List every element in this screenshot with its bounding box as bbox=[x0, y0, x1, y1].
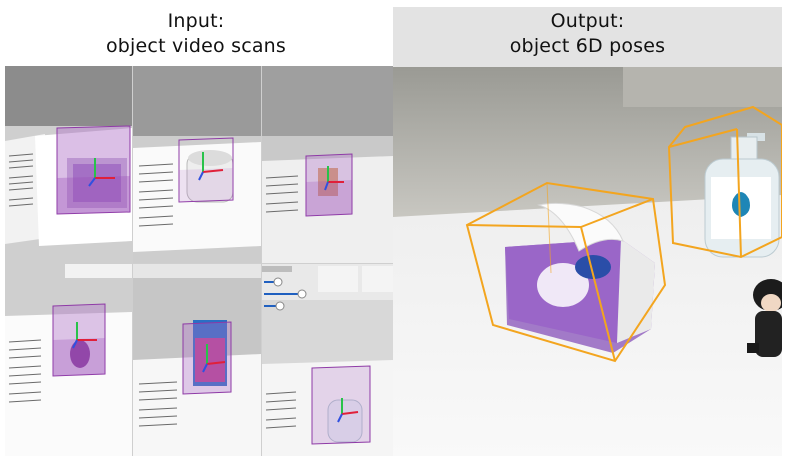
pose-output-image bbox=[393, 67, 782, 456]
input-header: Input: object video scans bbox=[0, 0, 392, 66]
scan-frame-image bbox=[5, 264, 132, 456]
scan-frame-image bbox=[133, 264, 261, 456]
output-title-line1: Output: bbox=[550, 10, 625, 32]
scan-frame-image bbox=[262, 66, 393, 263]
figurine bbox=[747, 279, 782, 357]
scan-frame-purple-figure bbox=[5, 264, 132, 456]
scan-frame-tissue-box bbox=[5, 66, 132, 263]
pose-output-scene bbox=[393, 67, 782, 456]
input-title-line1: Input: bbox=[167, 10, 225, 32]
scan-frame-white-cylinder bbox=[133, 66, 261, 263]
scan-frame-juice-carton bbox=[133, 264, 261, 456]
output-title-line2: object 6D poses bbox=[509, 35, 666, 57]
tissue-box bbox=[505, 202, 655, 353]
input-title-line2: object video scans bbox=[105, 35, 287, 57]
video-scan-grid bbox=[5, 66, 393, 456]
scan-frame-bottle-app bbox=[262, 264, 393, 456]
scan-frame-image bbox=[133, 66, 261, 263]
scan-frame-small-object bbox=[262, 66, 393, 263]
scan-frame-image bbox=[262, 264, 393, 456]
output-header: Output: object 6D poses bbox=[393, 7, 782, 67]
scan-frame-image bbox=[5, 66, 132, 263]
